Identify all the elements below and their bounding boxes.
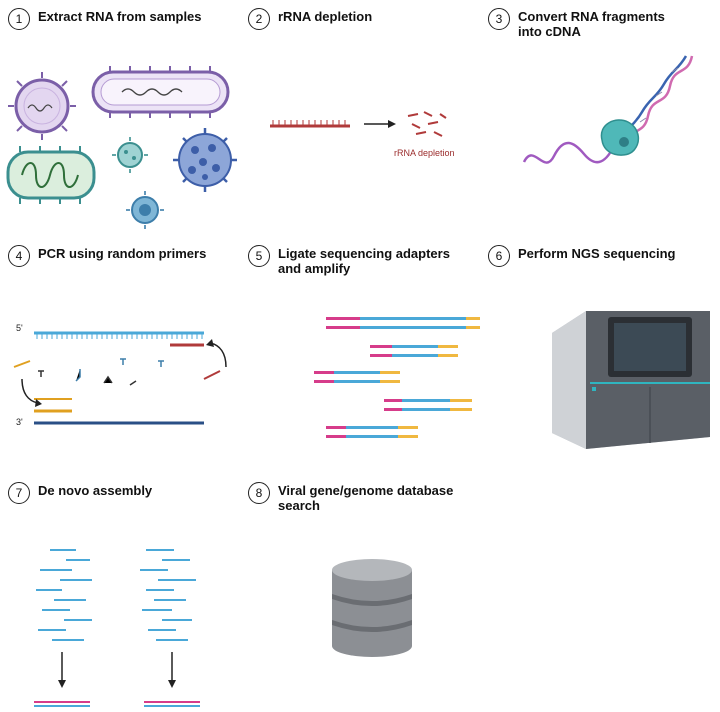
step-panel-7: 7 De novo assembly bbox=[0, 474, 240, 711]
step-title: PCR using random primers bbox=[38, 246, 207, 261]
step-number-badge: 2 bbox=[248, 8, 270, 30]
adapter-ligated-fragment bbox=[326, 317, 480, 329]
arrow-right-icon bbox=[364, 120, 396, 128]
adapter-ligated-fragment bbox=[384, 399, 472, 411]
adapter-ligation-illustration bbox=[314, 317, 480, 438]
rna-strand bbox=[270, 120, 350, 128]
primer-orange bbox=[13, 360, 72, 400]
step-number-badge: 8 bbox=[248, 482, 270, 504]
curved-arrow-icon bbox=[209, 342, 227, 368]
step-panel-6: 6 Perform NGS sequencing bbox=[480, 237, 720, 474]
rrna-depletion-label: rRNA depletion bbox=[394, 148, 455, 158]
de-novo-assembly-illustration bbox=[34, 549, 200, 707]
step-title: Ligate sequencing adapters and amplify bbox=[278, 246, 450, 276]
step-title: Perform NGS sequencing bbox=[518, 246, 676, 261]
coronavirus-icon bbox=[173, 128, 237, 192]
ngs-sequencer-illustration bbox=[552, 311, 710, 449]
step-number-badge: 6 bbox=[488, 245, 510, 267]
reverse-transcriptase-enzyme bbox=[600, 119, 640, 156]
rna-single-strand bbox=[522, 141, 616, 164]
contig-right bbox=[144, 701, 200, 707]
step-number-badge: 4 bbox=[8, 245, 30, 267]
step-panel-5: 5 Ligate sequencing adapters and amplify bbox=[240, 237, 480, 474]
rrna-fragments bbox=[407, 111, 447, 137]
adapter-ligated-fragment bbox=[314, 371, 400, 383]
small-blue-virus-icon bbox=[126, 191, 164, 229]
template-strand-bottom bbox=[34, 409, 204, 425]
arrow-down-icon bbox=[58, 652, 66, 688]
step-panel-4: 4 PCR using random primers 5' 3' bbox=[0, 237, 240, 474]
arrow-down-icon bbox=[168, 652, 176, 688]
step-title: Convert RNA fragments into cDNA bbox=[518, 9, 665, 39]
rod-bacterium-icon bbox=[91, 66, 230, 118]
primer-red bbox=[203, 370, 221, 380]
coiled-bacterium-icon bbox=[6, 146, 96, 204]
rna-extraction-viruses-illustration bbox=[6, 66, 237, 229]
step-title: rRNA depletion bbox=[278, 9, 373, 24]
step-number-badge: 1 bbox=[8, 8, 30, 30]
template-strand-top bbox=[34, 331, 204, 347]
contig-left bbox=[34, 701, 90, 707]
step-panel-3: 3 Convert RNA fragments into cDNA bbox=[480, 0, 720, 237]
step-number-badge: 3 bbox=[488, 8, 510, 30]
enveloped-virus-icon bbox=[8, 72, 76, 140]
step-panel-8: 8 Viral gene/genome database search bbox=[240, 474, 480, 711]
database-icon bbox=[332, 559, 412, 657]
step-panel-2: 2 rRNA depletion rRNA depletion bbox=[240, 0, 480, 237]
reverse-transcription-illustration bbox=[522, 55, 694, 164]
step-number-badge: 5 bbox=[248, 245, 270, 267]
step-title: De novo assembly bbox=[38, 483, 153, 498]
small-virus-icon bbox=[112, 137, 148, 173]
step-title: Viral gene/genome database search bbox=[278, 483, 454, 513]
pcr-random-primers-illustration: 5' 3' bbox=[13, 323, 227, 427]
three-prime-label: 3' bbox=[16, 417, 23, 427]
rrna-depletion-illustration: rRNA depletion bbox=[270, 111, 455, 158]
adapter-ligated-fragment bbox=[370, 345, 458, 357]
primer-fragments bbox=[38, 358, 164, 386]
step-panel-1: 1 Extract RNA from samples bbox=[0, 0, 240, 237]
database-search-illustration bbox=[332, 559, 412, 657]
five-prime-label: 5' bbox=[16, 323, 23, 333]
step-title: Extract RNA from samples bbox=[38, 9, 202, 24]
sequencer-machine-icon bbox=[552, 311, 710, 449]
adapter-ligated-fragment bbox=[326, 426, 418, 438]
read-pileup-left bbox=[36, 549, 92, 641]
read-pileup-right bbox=[140, 549, 196, 641]
step-number-badge: 7 bbox=[8, 482, 30, 504]
